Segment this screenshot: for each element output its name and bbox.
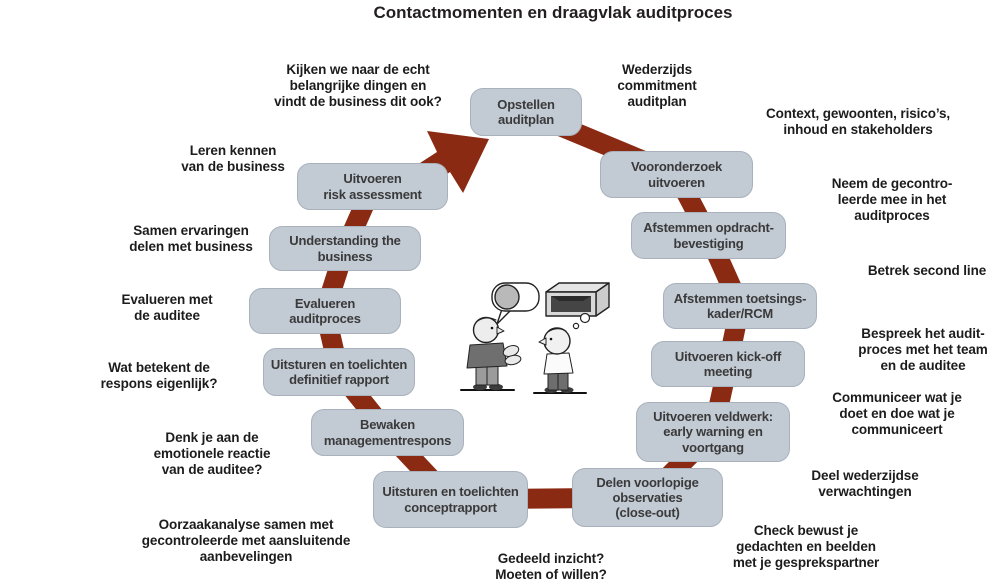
cycle-step-3: Afstemmen opdracht- bevestiging	[631, 212, 786, 259]
thought-box-icon	[545, 282, 610, 330]
annotation-6: Bespreek het audit- proces met het team …	[858, 326, 988, 374]
speech-bubble-icon	[491, 282, 540, 325]
cycle-step-12: Understanding the business	[269, 226, 421, 271]
cycle-step-13: Uitvoeren risk assessment	[297, 163, 448, 210]
annotation-13: Wat betekent de respons eigenlijk?	[100, 360, 218, 392]
annotation-4: Neem de gecontro- leerde mee in het audi…	[831, 176, 953, 224]
annotation-2: Wederzijds commitment auditplan	[617, 62, 697, 110]
diagram-title: Contactmomenten en draagvlak auditproces	[373, 3, 733, 22]
annotation-9: Check bewust je gedachten en beelden met…	[732, 523, 880, 571]
cycle-step-4: Afstemmen toetsings- kader/RCM	[663, 283, 817, 329]
annotation-8: Deel wederzijdse verwachtingen	[811, 468, 919, 500]
cycle-step-11: Evalueren auditproces	[249, 288, 401, 334]
annotation-10: Gedeeld inzicht? Moeten of willen?	[495, 551, 607, 583]
cycle-step-8: Uitsturen en toelichten conceptrapport	[373, 471, 528, 528]
cycle-step-7: Delen voorlopige observaties (close-out)	[572, 468, 723, 527]
cycle-step-10: Uitsturen en toelichten definitief rappo…	[263, 348, 415, 396]
cycle-step-2: Vooronderzoek uitvoeren	[600, 151, 753, 198]
cycle-step-6: Uitvoeren veldwerk: early warning en voo…	[636, 402, 790, 462]
listening-person-figure	[533, 327, 587, 394]
talking-person-figure	[460, 316, 522, 391]
annotation-16: Leren kennen van de business	[181, 143, 285, 175]
annotation-12: Denk je aan de emotionele reactie van de…	[153, 430, 271, 478]
center-illustration	[460, 282, 610, 394]
cycle-step-1: Opstellen auditplan	[470, 88, 582, 136]
annotation-15: Samen ervaringen delen met business	[129, 223, 253, 255]
annotation-3: Context, gewoonten, risico’s, inhoud en …	[765, 106, 951, 138]
annotation-11: Oorzaakanalyse samen met gecontroleerde …	[141, 517, 351, 565]
cycle-step-9: Bewaken managementrespons	[311, 409, 464, 456]
annotation-7: Communiceer wat je doet en doe wat je co…	[832, 390, 962, 438]
annotation-1: Kijken we naar de echt belangrijke dinge…	[274, 62, 442, 110]
annotation-5: Betrek second line	[867, 263, 987, 278]
cycle-step-5: Uitvoeren kick-off meeting	[651, 341, 805, 387]
annotation-14: Evalueren met de auditee	[121, 292, 213, 324]
